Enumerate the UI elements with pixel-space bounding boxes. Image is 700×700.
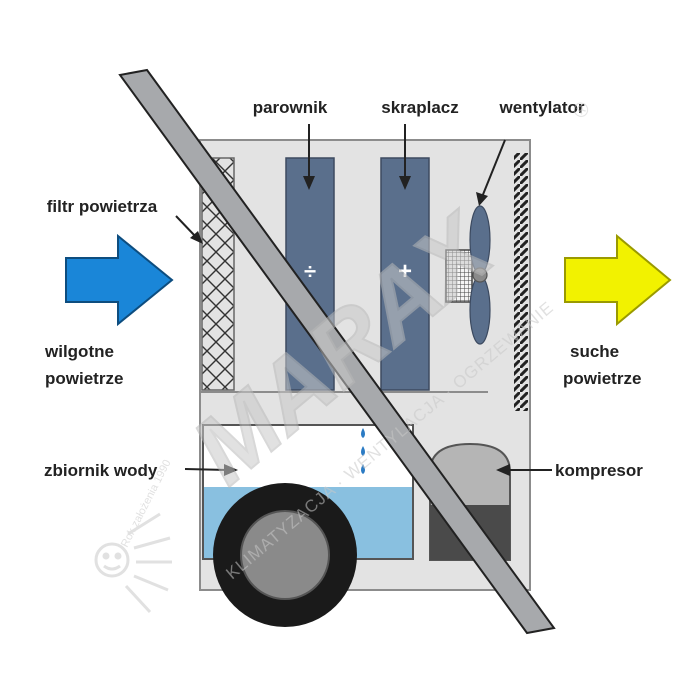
water-drops — [361, 428, 365, 474]
air-filter-label: filtr powietrza — [47, 197, 158, 216]
dry-air-label-line1: suche — [570, 342, 619, 361]
exhaust-grille — [514, 153, 528, 411]
condenser-label: skraplacz — [381, 98, 459, 117]
humid-air-label-line1: wilgotne — [44, 342, 114, 361]
condenser-coil — [380, 157, 430, 391]
wheel — [213, 483, 357, 627]
compressor-label: kompresor — [555, 461, 643, 480]
label-pointers — [175, 124, 552, 476]
humid-air-label-line2: powietrze — [45, 369, 123, 388]
fan-label: wentylator — [498, 98, 584, 117]
watermark-sun-logo — [94, 512, 172, 614]
fan-motor-grille — [445, 249, 473, 303]
water-tank-label: zbiornik wody — [44, 461, 158, 480]
evaporator-label: parownik — [253, 98, 328, 117]
condenser-sign: + — [398, 258, 412, 285]
dry-air-label-line2: powietrze — [563, 369, 641, 388]
diagonal-strip — [118, 68, 556, 635]
humid-air-inlet-arrow — [65, 233, 174, 327]
fan-icon — [469, 205, 491, 345]
dry-air-outlet-arrow — [564, 233, 672, 327]
evaporator-sign: ÷ — [304, 259, 316, 284]
